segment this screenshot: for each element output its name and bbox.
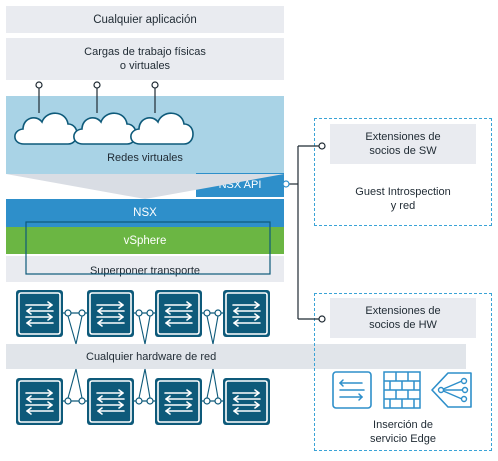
sw-partner-title: Extensiones de socios de SW <box>330 124 476 164</box>
switch-icon <box>222 289 271 338</box>
any-application-box: Cualquier aplicación <box>6 6 284 33</box>
switch-icon <box>15 377 64 426</box>
hw-partner-panel <box>314 293 492 451</box>
firewall-icon <box>383 371 421 409</box>
switch-icon <box>154 289 203 338</box>
routing-icon <box>431 372 472 408</box>
api-connector <box>282 142 326 323</box>
switch-icon <box>15 289 64 338</box>
sw-partner-panel <box>314 118 492 226</box>
workload-connector-pins <box>35 81 159 113</box>
cloud-icon <box>130 112 194 145</box>
hw-partner-subtitle: Inserción de servicio Edge <box>369 419 437 445</box>
funnel-triangle <box>6 174 284 199</box>
workloads-box: Cargas de trabajo físicas o virtuales <box>6 38 284 80</box>
load-balancer-icon <box>332 371 372 409</box>
switch-icon <box>86 289 135 338</box>
cloud-icon <box>73 112 137 145</box>
switch-icon <box>222 377 271 426</box>
overlay-transport-outline <box>25 221 271 275</box>
cloud-icon <box>14 112 78 145</box>
switch-icon <box>154 377 203 426</box>
sw-partner-subtitle: Guest Introspection y red <box>355 186 451 212</box>
switch-icon <box>86 377 135 426</box>
hw-partner-title: Extensiones de socios de HW <box>330 298 476 338</box>
virtual-networks-label: Redes virtuales <box>107 152 183 164</box>
cross-links <box>67 315 219 399</box>
any-network-hardware-band: Cualquier hardware de red <box>6 344 466 369</box>
vsphere-bar: vSphere <box>6 227 284 254</box>
